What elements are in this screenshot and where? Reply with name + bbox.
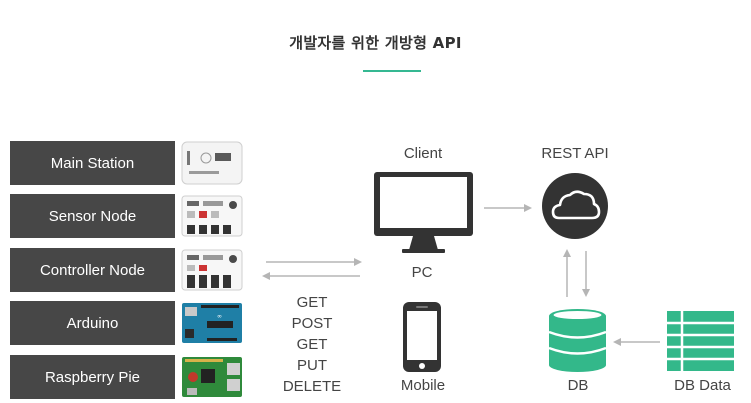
cloud-icon: [542, 173, 608, 239]
method-label: DELETE: [282, 378, 342, 395]
controller-node-board-image: [181, 249, 243, 291]
page-title: 개발자를 위한 개방형 API: [289, 34, 462, 52]
device-main-station: Main Station: [10, 141, 175, 185]
db-data-label: DB Data: [674, 377, 731, 394]
client-label: Client: [403, 145, 443, 162]
raspberry-pi-board-image: [182, 357, 242, 397]
arrow-to-client: [266, 258, 362, 266]
http-methods-list: GET POST GET PUT DELETE: [272, 292, 352, 397]
device-raspberry-pie: Raspberry Pie: [10, 355, 175, 399]
method-label: PUT: [297, 357, 327, 374]
pc-monitor-icon: [374, 172, 473, 253]
svg-text:∞: ∞: [217, 313, 222, 320]
rest-api-label: REST API: [541, 145, 609, 162]
device-arduino: Arduino: [10, 301, 175, 345]
arrow-api-to-db: [582, 251, 590, 297]
device-controller-node: Controller Node: [10, 248, 175, 292]
title-underline: [363, 70, 421, 72]
arrows: [262, 204, 660, 346]
arrow-data-to-db: [613, 338, 660, 346]
db-label: DB: [567, 377, 589, 394]
arduino-board-image: ∞: [182, 303, 242, 343]
method-label: GET: [296, 336, 328, 353]
table-grid-icon: [667, 311, 734, 371]
main-station-board-image: [181, 141, 243, 185]
arrow-db-to-api: [563, 249, 571, 297]
pc-label: PC: [411, 264, 433, 281]
mobile-label: Mobile: [400, 377, 446, 394]
arrow-to-devices: [262, 272, 360, 280]
mobile-phone-icon: [403, 302, 441, 372]
sensor-node-board-image: [181, 195, 243, 237]
method-label: POST: [291, 315, 333, 332]
method-label: GET: [296, 294, 328, 311]
database-icon: [548, 309, 607, 372]
device-sensor-node: Sensor Node: [10, 194, 175, 238]
arrow-client-to-api: [484, 204, 532, 212]
